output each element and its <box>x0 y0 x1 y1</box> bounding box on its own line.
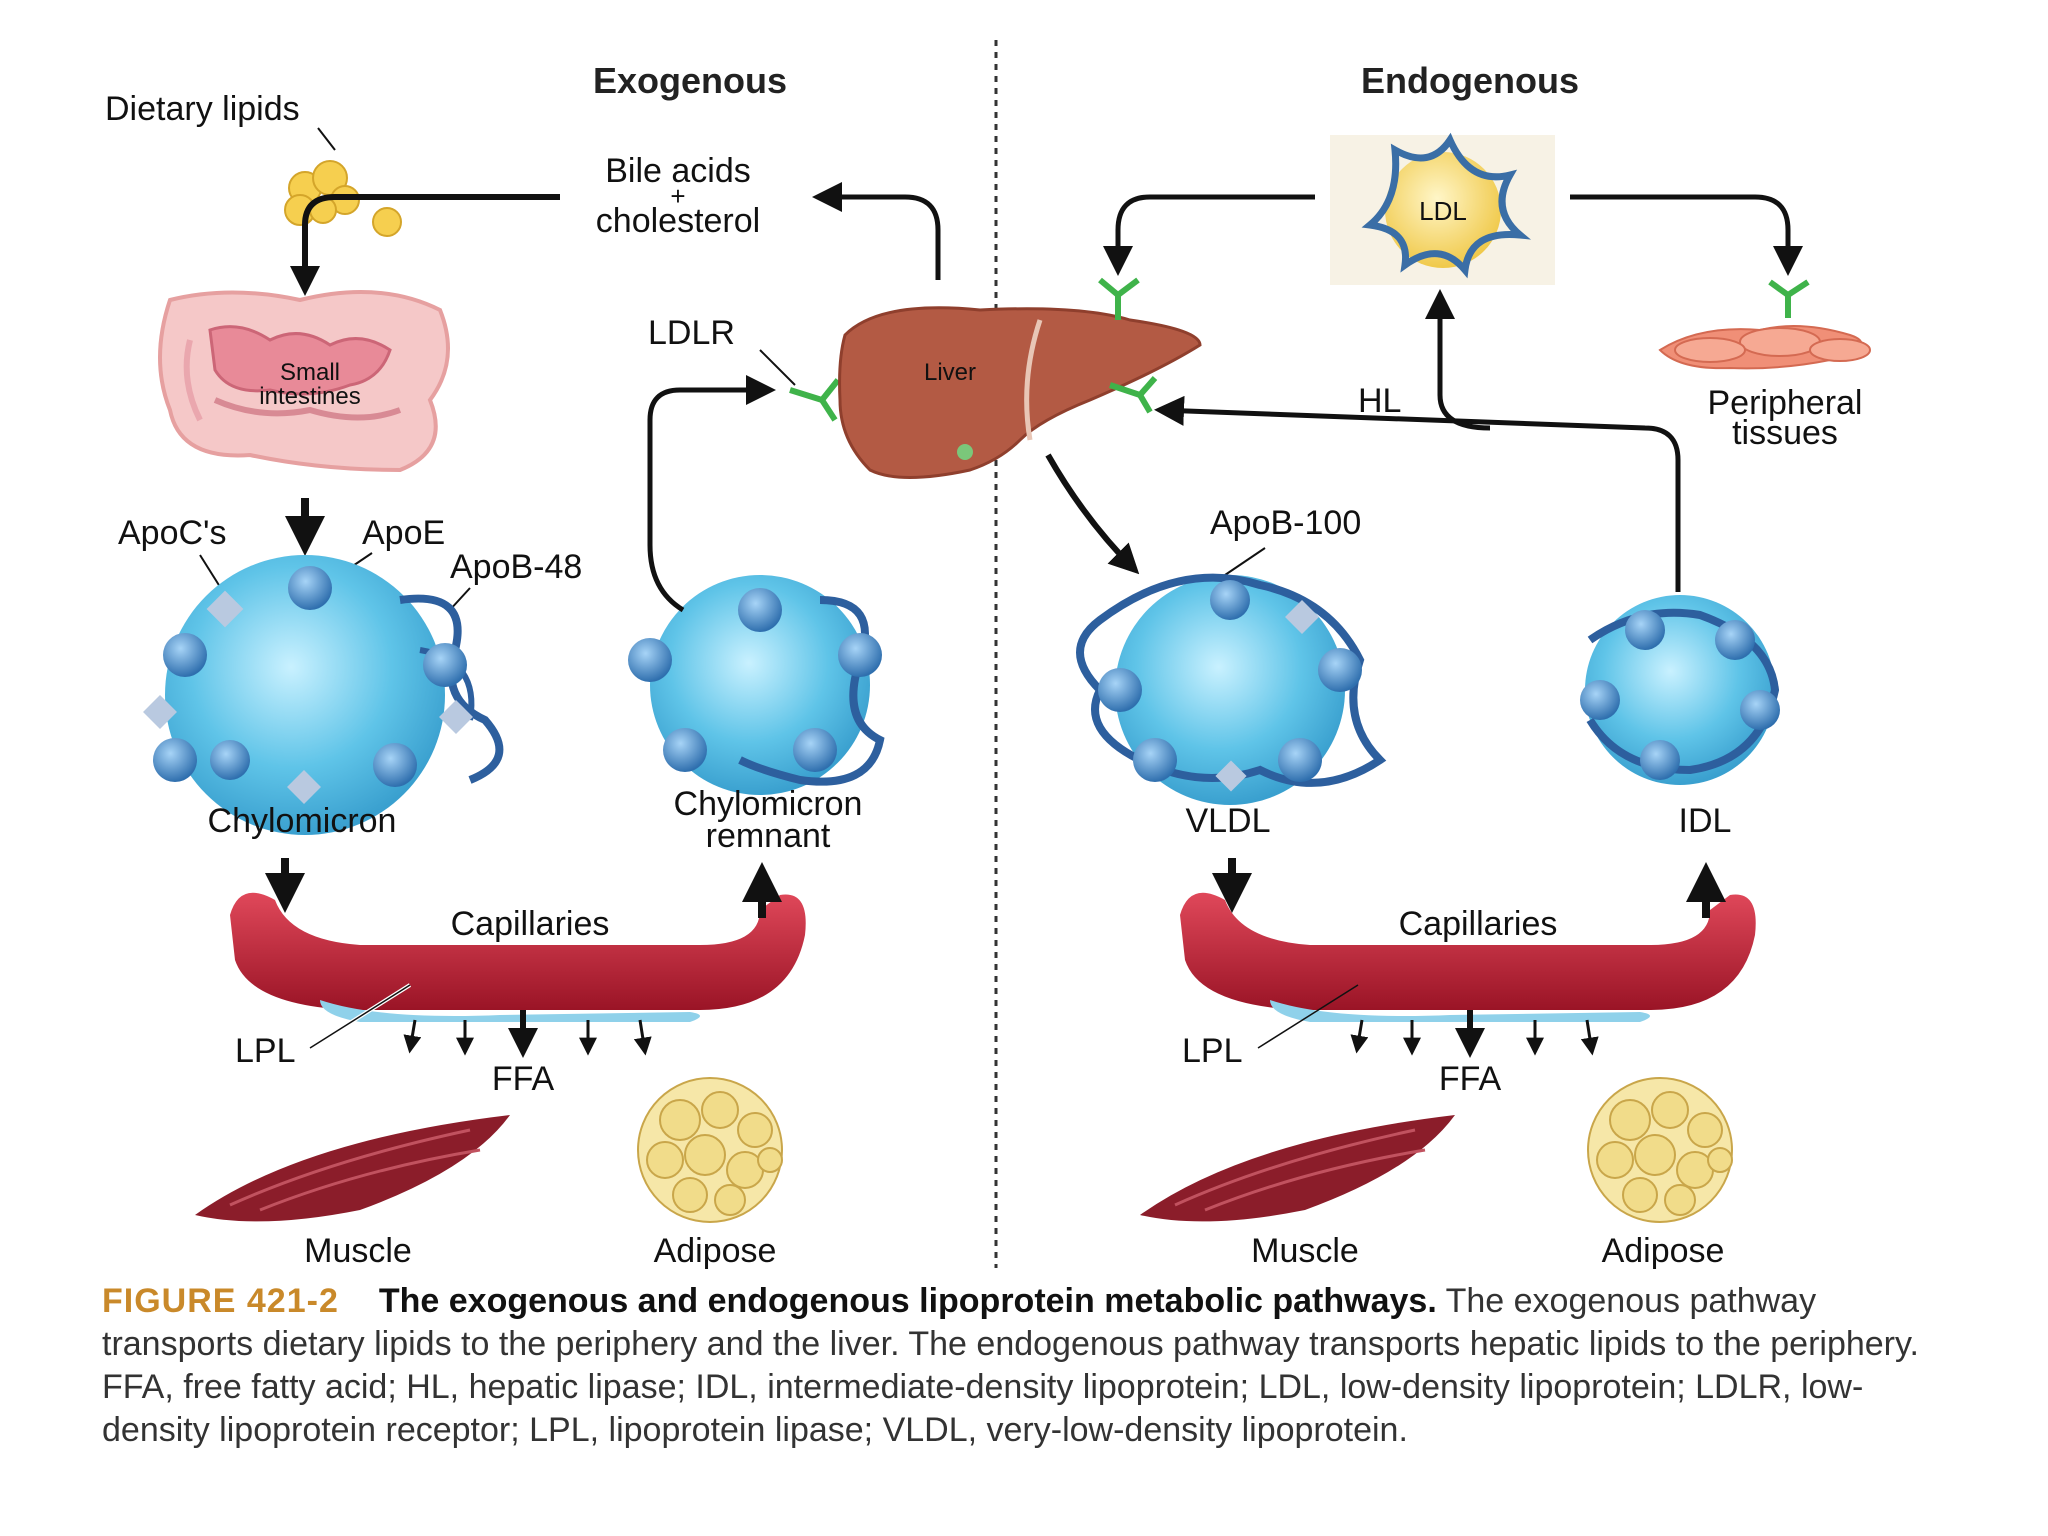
plus-sign: + <box>670 181 685 211</box>
ldl-to-liver-arrow <box>1103 194 1315 276</box>
lipids-to-intestine-arrow <box>290 194 560 296</box>
remnant-label-line1: Chylomicron <box>674 785 863 823</box>
muscle-illustration-left <box>195 1115 510 1222</box>
chylomicron-label: Chylomicron <box>208 802 397 840</box>
adipose-label-right: Adipose <box>1602 1232 1725 1270</box>
figure-title: The exogenous and endogenous lipoprotein… <box>378 1282 1437 1320</box>
hl-label: HL <box>1358 382 1401 420</box>
chylomicron-remnant-particle <box>628 575 885 795</box>
liver-illustration <box>838 306 1202 479</box>
idl-label: IDL <box>1679 802 1732 840</box>
peripheral-label: Peripheral <box>1708 384 1863 422</box>
exogenous-heading: Exogenous <box>593 60 787 101</box>
ldl-receptor-peripheral <box>1768 279 1810 318</box>
muscle-illustration-right <box>1140 1115 1455 1222</box>
apob100-label: ApoB-100 <box>1210 504 1361 542</box>
ffa-label-right: FFA <box>1439 1060 1502 1098</box>
chylomicron-particle <box>143 555 504 835</box>
endogenous-heading: Endogenous <box>1361 60 1579 101</box>
lipid-droplets <box>284 160 402 237</box>
muscle-label-left: Muscle <box>304 1232 412 1270</box>
ffa-arrows-right <box>1350 1010 1599 1058</box>
figure-caption: FIGURE 421-2 The exogenous and endogenous… <box>102 1280 1962 1452</box>
ldl-label: LDL <box>1419 196 1467 226</box>
ldl-particle <box>1330 132 1555 285</box>
idl-particle <box>1580 595 1780 785</box>
small-intestines-illustration <box>158 290 450 473</box>
remnant-label-line2: remnant <box>706 817 831 855</box>
vldl-particle <box>1076 573 1387 805</box>
cholesterol-label: cholesterol <box>596 202 760 240</box>
apob48-label: ApoB-48 <box>450 548 582 586</box>
peripheral-tissues-illustration <box>1658 325 1871 370</box>
ldl-to-peripheral-arrow <box>1570 194 1803 276</box>
small-label: Small <box>280 359 340 386</box>
capillaries-label-left: Capillaries <box>451 905 610 943</box>
ldl-receptor-liver <box>1098 277 1140 320</box>
remnant-to-liver-arrow <box>647 375 776 613</box>
ffa-label-left: FFA <box>492 1060 555 1098</box>
bile-acids-label: Bile acids <box>605 152 751 190</box>
intestines-label: intestines <box>259 383 360 410</box>
lpl-label-left: LPL <box>235 1032 296 1070</box>
muscle-label-right: Muscle <box>1251 1232 1359 1270</box>
adipose-illustration-left <box>637 1077 783 1223</box>
adipose-illustration-right <box>1587 1077 1733 1223</box>
dietary-lipids-label: Dietary lipids <box>105 90 300 128</box>
figure-caption-text: The exogenous pathway transports dietary… <box>102 1282 1919 1449</box>
ldlr-receptor <box>789 378 841 422</box>
capillary-right <box>1180 892 1756 1022</box>
ldlr-label: LDLR <box>648 314 735 352</box>
ffa-arrows-left <box>403 1010 652 1058</box>
idl-to-ldl-arrow <box>1425 289 1491 431</box>
ldl-receptor-liver-2 <box>1109 376 1158 414</box>
apoc-label: ApoC's <box>118 514 227 552</box>
capillary-left <box>230 892 806 1022</box>
bile-return-arrow <box>812 182 941 280</box>
liver-label: Liver <box>924 359 976 386</box>
figure-number: FIGURE 421-2 <box>102 1282 339 1320</box>
adipose-label-left: Adipose <box>654 1232 777 1270</box>
lpl-label-right: LPL <box>1182 1032 1243 1070</box>
idl-to-liver-arrow <box>1154 395 1681 592</box>
liver-to-vldl-arrow <box>1045 453 1140 575</box>
vldl-label: VLDL <box>1185 802 1270 840</box>
capillaries-label-right: Capillaries <box>1399 905 1558 943</box>
tissues-label: tissues <box>1732 414 1838 452</box>
apoe-label: ApoE <box>362 514 445 552</box>
